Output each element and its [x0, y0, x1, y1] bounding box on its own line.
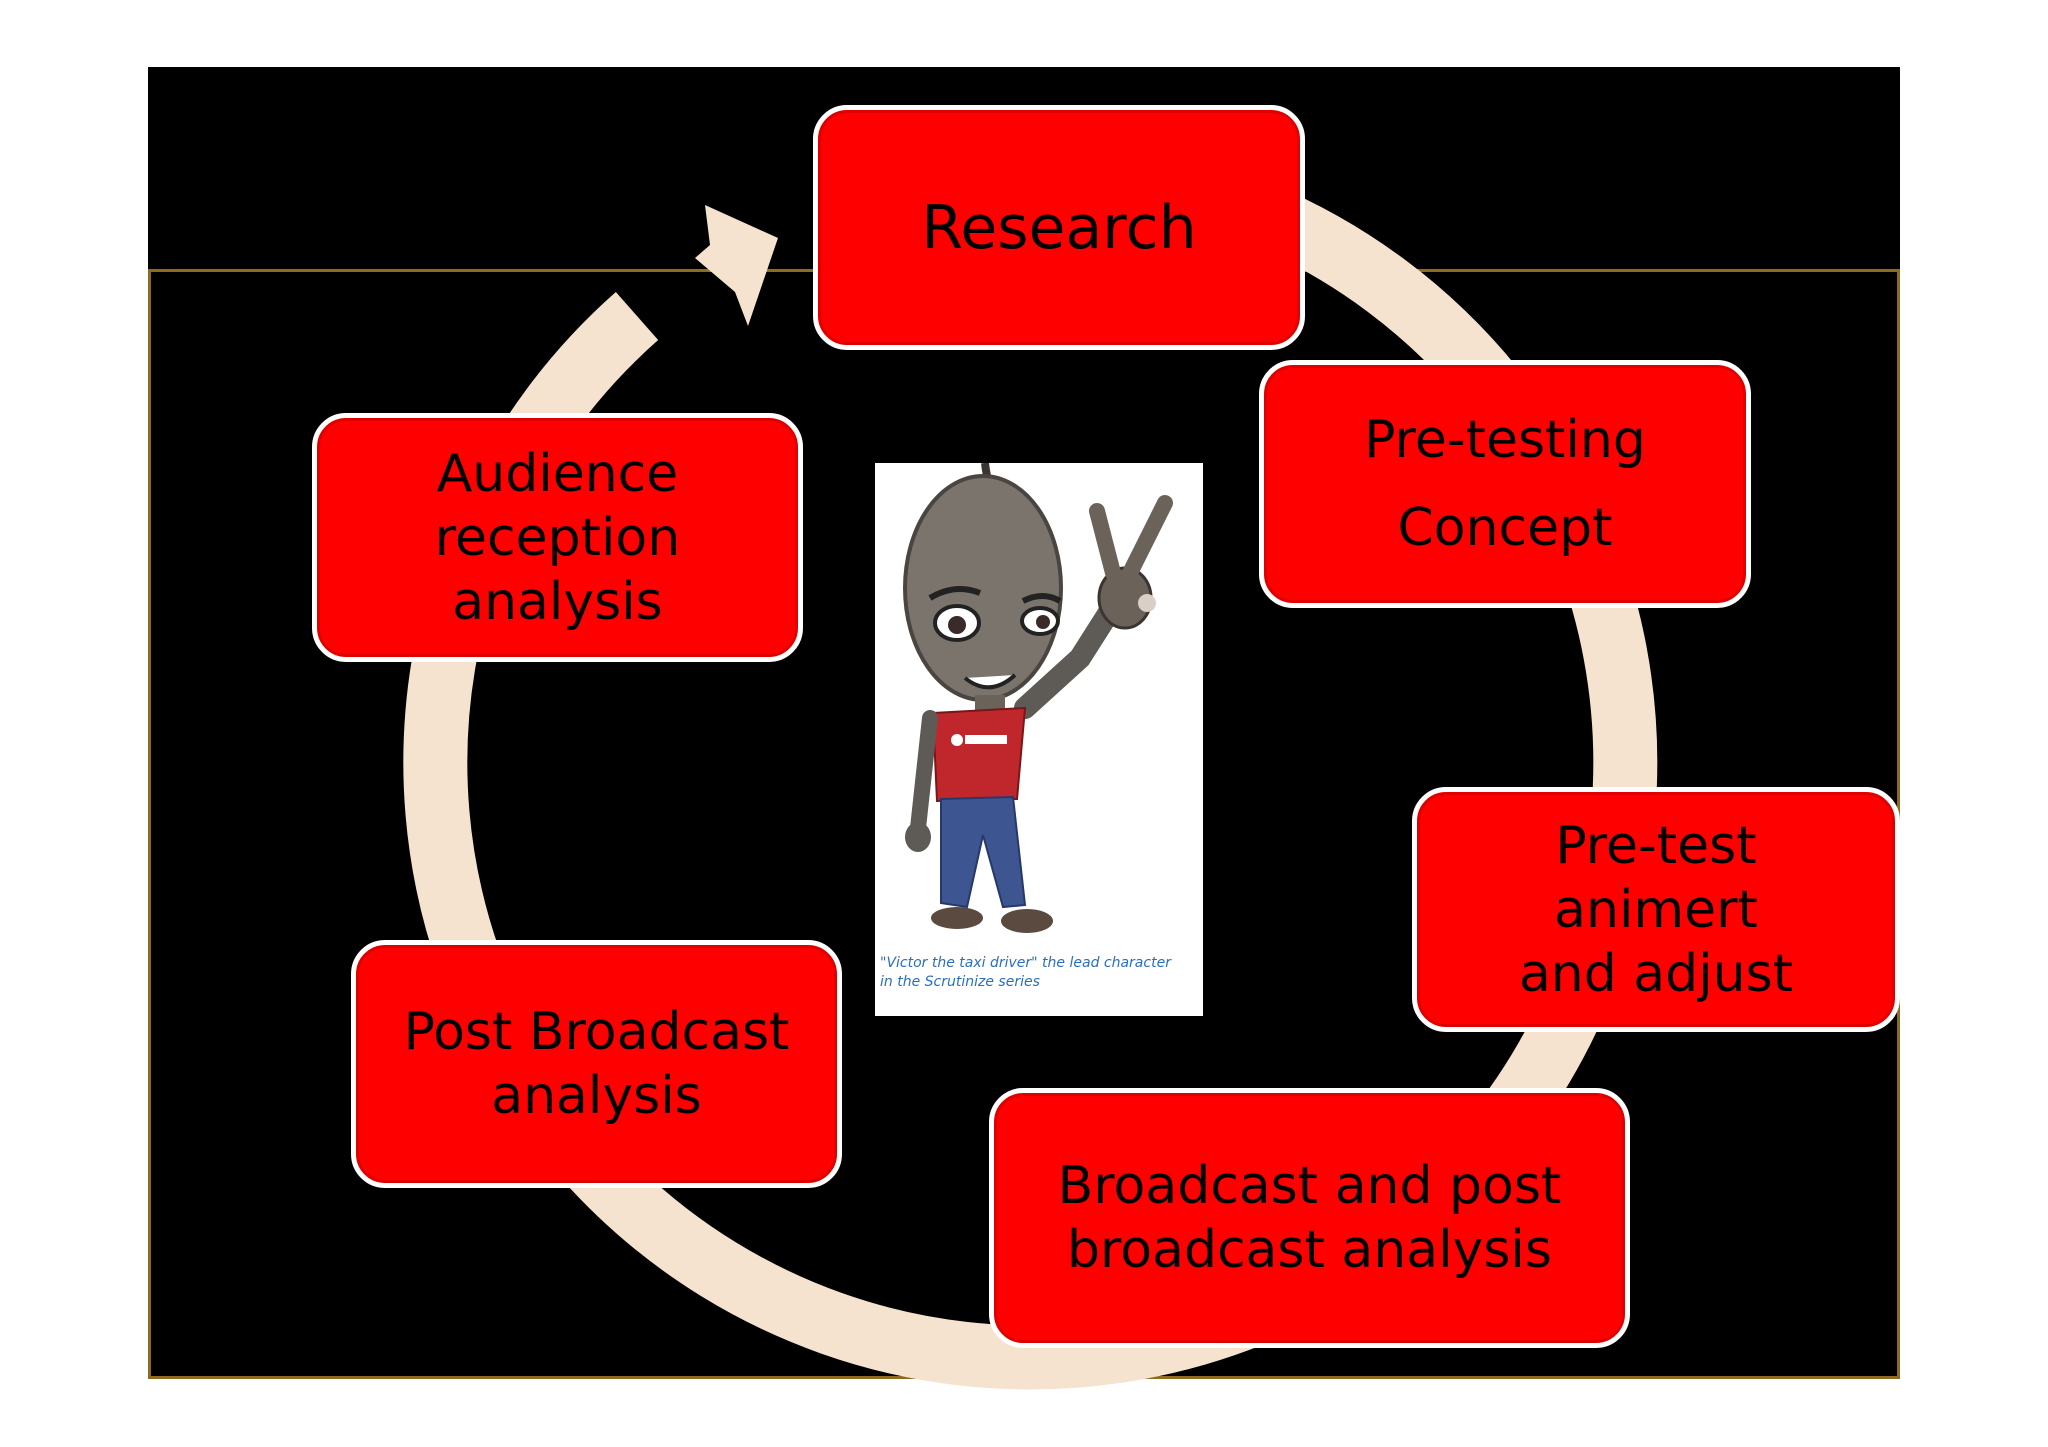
cycle-step-pre-test-animert: Pre-test animert and adjust	[1412, 787, 1900, 1032]
victor-character-icon	[903, 463, 1173, 933]
step-label: Audience reception analysis	[434, 443, 681, 632]
character-illustration-card: "Victor the taxi driver" the lead charac…	[875, 463, 1203, 1016]
cycle-step-post-broadcast-analysis: Post Broadcast analysis	[351, 940, 842, 1188]
step-label: Research	[921, 192, 1197, 263]
character-caption: "Victor the taxi driver" the lead charac…	[880, 955, 1171, 990]
cycle-step-pre-testing-concept: Pre-testing Concept	[1259, 360, 1751, 608]
clockwise-arrowhead-icon	[695, 205, 778, 326]
step-label: Broadcast and post broadcast analysis	[1057, 1156, 1562, 1280]
cycle-step-audience-reception: Audience reception analysis	[312, 413, 803, 662]
step-label: Post Broadcast analysis	[403, 1002, 790, 1126]
step-label: Pre-test animert and adjust	[1518, 815, 1794, 1004]
step-label: Pre-testing Concept	[1364, 410, 1646, 558]
cycle-step-research: Research	[813, 105, 1305, 350]
cycle-step-broadcast-analysis: Broadcast and post broadcast analysis	[989, 1088, 1630, 1348]
peace-sign-hand-icon	[1089, 495, 1173, 630]
shirt-logo-icon	[951, 734, 963, 746]
